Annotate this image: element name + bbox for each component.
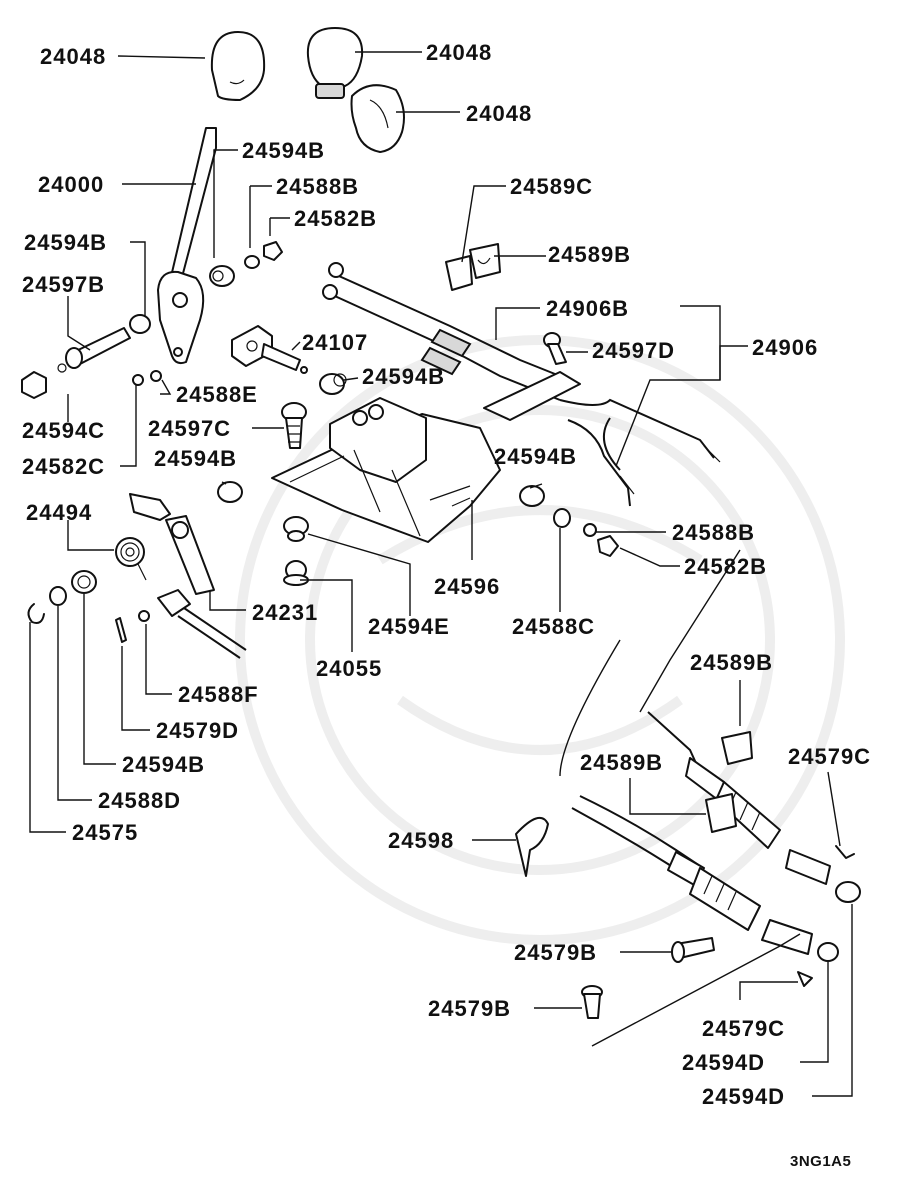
clip-24589B-mid [721,731,753,765]
bushing-24594B-low [71,570,97,594]
label-24231: 24231 [252,600,318,625]
label-24579B-b: 24579B [428,996,511,1021]
diagram-code: 3NG1A5 [790,1153,851,1170]
washer-24582C [132,374,144,386]
clip-24589B-top [469,243,501,279]
label-24906B: 24906B [546,296,629,321]
label-24589B-mid: 24589B [690,650,773,675]
label-24588E: 24588E [176,382,258,407]
bracket-24107 [231,325,308,374]
clip-24589C [445,255,473,291]
nut-24582B-top [263,241,283,261]
cable-tie-24598 [515,816,549,877]
label-24107: 24107 [302,330,368,355]
pin-24579D [115,617,127,643]
washer-24588B-right [583,523,597,537]
control-cable-assembly [322,262,721,507]
label-24598: 24598 [388,828,454,853]
label-24594B-left: 24594B [24,230,107,255]
shifter-base-plate [271,397,501,543]
label-24048-b: 24048 [426,40,492,65]
label-24000: 24000 [38,172,104,197]
label-24594B-lever: 24594B [154,446,237,471]
label-24596: 24596 [434,574,500,599]
label-24597B: 24597B [22,272,105,297]
bushing-24594D-a [817,942,839,962]
label-24588F: 24588F [178,682,259,707]
label-24494: 24494 [26,500,92,525]
label-24579D: 24579D [156,718,239,743]
label-24906: 24906 [752,335,818,360]
bushing-upper [209,265,235,287]
label-24594B-right: 24594B [494,444,577,469]
label-24589C: 24589C [510,174,593,199]
label-24594E: 24594E [368,614,450,639]
label-24582B-top: 24582B [294,206,377,231]
washer-24588B-top [244,255,260,269]
shift-knob-grip [350,84,405,153]
label-24597C: 24597C [148,416,231,441]
bolt-24597D [543,332,567,365]
cap-24055 [283,560,309,586]
label-24589B-top: 24589B [548,242,631,267]
bushing-lever [217,481,243,503]
label-24588D: 24588D [98,788,181,813]
clip-24579C-low [797,971,813,987]
clip-24579C-top [835,845,855,859]
label-24582C: 24582C [22,454,105,479]
label-24055: 24055 [316,656,382,681]
label-24588B-right: 24588B [672,520,755,545]
nut-24594C [21,371,47,399]
rod-end [157,589,247,659]
circlip-24575 [27,603,45,624]
label-24588C: 24588C [512,614,595,639]
bushing-24594D-b [835,881,861,903]
label-24579B-a: 24579B [514,940,597,965]
label-24575: 24575 [72,820,138,845]
nut-24582B-right [597,535,619,557]
clip-24589B-low [705,793,737,833]
label-24597D: 24597D [592,338,675,363]
label-24594B-mid: 24594B [362,364,445,389]
selector-lever [129,493,215,595]
label-24579C-low: 24579C [702,1016,785,1041]
label-24579C-top: 24579C [788,744,871,769]
bushing-right [519,485,545,507]
label-24594D-a: 24594D [682,1050,765,1075]
pin-24579B-b [581,985,603,1019]
shift-lever [157,127,217,365]
pin-24579B-a [671,937,715,963]
label-24594C: 24594C [22,418,105,443]
label-24594B-top: 24594B [242,138,325,163]
washer-24588F [138,610,150,622]
washer-24588C [553,508,571,528]
background-watermark [235,335,845,945]
label-24588B-top: 24588B [276,174,359,199]
leader-lines [29,51,853,1097]
pivot-pin [57,314,151,373]
bolt-24597C [281,402,307,449]
label-24048-c: 24048 [466,101,532,126]
grommet-24594E [283,516,309,542]
label-24582B-right: 24582B [684,554,767,579]
spring-24494 [115,537,147,581]
label-24048-a: 24048 [40,44,106,69]
label-24594D-b: 24594D [702,1084,785,1109]
washer-24588D [49,586,67,606]
shift-knob-round [210,31,266,101]
part-number-labels: 24048 24048 24048 24000 24594B 24588B 24… [22,40,871,1170]
shift-knob-mushroom [306,27,364,99]
bushing-mid [319,373,347,395]
label-24594B-low: 24594B [122,752,205,777]
washer-24588E [150,370,162,382]
label-24589B-low: 24589B [580,750,663,775]
